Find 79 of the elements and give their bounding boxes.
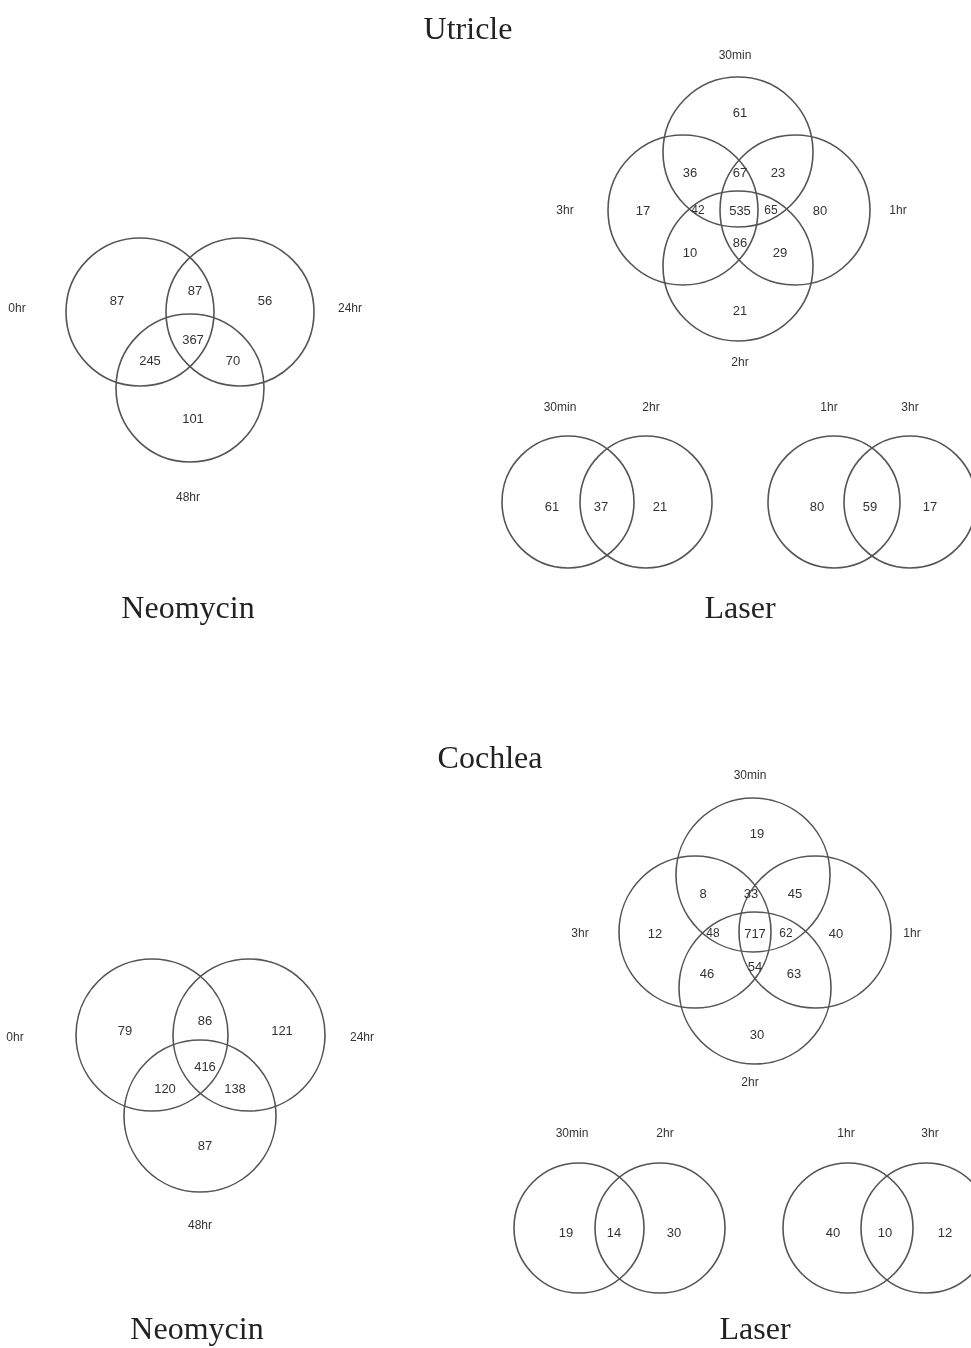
condition-label: 2hr: [656, 1127, 674, 1139]
condition-label: 2hr: [642, 401, 660, 413]
count-label: 40: [825, 1225, 841, 1239]
count-label: 21: [732, 303, 748, 317]
condition-label: 3hr: [571, 927, 589, 939]
condition-label: 24hr: [338, 302, 362, 314]
count-label: 17: [922, 499, 938, 513]
count-label: 101: [182, 411, 204, 425]
count-label: 29: [772, 245, 788, 259]
count-label: 79: [117, 1023, 133, 1037]
condition-label: 2hr: [741, 1076, 759, 1088]
condition-label: 0hr: [8, 302, 26, 314]
count-label: 19: [749, 826, 765, 840]
count-label: 717: [744, 926, 766, 940]
condition-label: 30min: [718, 49, 752, 61]
count-label: 138: [224, 1081, 246, 1095]
count-label: 37: [593, 499, 609, 513]
count-label: 8: [699, 886, 707, 900]
count-label: 10: [682, 245, 698, 259]
count-label: 12: [937, 1225, 953, 1239]
count-label: 121: [271, 1023, 293, 1037]
count-label: 80: [812, 203, 828, 217]
count-label: 80: [809, 499, 825, 513]
count-label: 40: [828, 926, 844, 940]
count-label: 86: [732, 235, 748, 249]
section-heading: Cochlea: [437, 741, 543, 773]
condition-label: 30min: [733, 769, 767, 781]
count-label: 65: [764, 204, 778, 216]
count-label: 45: [787, 886, 803, 900]
count-label: 67: [732, 165, 748, 179]
count-label: 19: [558, 1225, 574, 1239]
count-label: 120: [154, 1081, 176, 1095]
count-label: 30: [749, 1027, 765, 1041]
count-label: 535: [729, 203, 751, 217]
count-label: 61: [544, 499, 560, 513]
count-label: 63: [786, 966, 802, 980]
condition-label: 1hr: [889, 204, 907, 216]
condition-label: 2hr: [731, 356, 749, 368]
count-label: 87: [187, 283, 203, 297]
count-label: 36: [682, 165, 698, 179]
panel-title: Neomycin: [130, 1312, 264, 1344]
condition-label: 3hr: [921, 1127, 939, 1139]
condition-label: 30min: [555, 1127, 589, 1139]
section-heading: Utricle: [423, 12, 513, 44]
count-label: 21: [652, 499, 668, 513]
count-label: 86: [197, 1013, 213, 1027]
count-label: 54: [747, 959, 763, 973]
count-label: 367: [182, 332, 204, 346]
count-label: 62: [779, 927, 793, 939]
count-label: 87: [109, 293, 125, 307]
count-label: 59: [862, 499, 878, 513]
condition-label: 3hr: [556, 204, 574, 216]
condition-label: 3hr: [901, 401, 919, 413]
count-label: 416: [194, 1059, 216, 1073]
count-label: 14: [606, 1225, 622, 1239]
count-label: 70: [225, 353, 241, 367]
count-label: 87: [197, 1138, 213, 1152]
condition-label: 0hr: [6, 1031, 24, 1043]
count-label: 245: [139, 353, 161, 367]
condition-label: 24hr: [350, 1031, 374, 1043]
panel-title: Laser: [704, 591, 776, 623]
condition-label: 48hr: [188, 1219, 212, 1231]
count-label: 23: [770, 165, 786, 179]
count-label: 46: [699, 966, 715, 980]
count-label: 48: [706, 927, 720, 939]
panel-title: Neomycin: [121, 591, 255, 623]
count-label: 56: [257, 293, 273, 307]
condition-label: 48hr: [176, 491, 200, 503]
condition-label: 30min: [543, 401, 577, 413]
count-label: 12: [647, 926, 663, 940]
count-label: 42: [691, 204, 705, 216]
panel-title: Laser: [719, 1312, 791, 1344]
condition-label: 1hr: [820, 401, 838, 413]
condition-label: 1hr: [903, 927, 921, 939]
count-label: 30: [666, 1225, 682, 1239]
count-label: 17: [635, 203, 651, 217]
condition-label: 1hr: [837, 1127, 855, 1139]
count-label: 61: [732, 105, 748, 119]
count-label: 10: [877, 1225, 893, 1239]
